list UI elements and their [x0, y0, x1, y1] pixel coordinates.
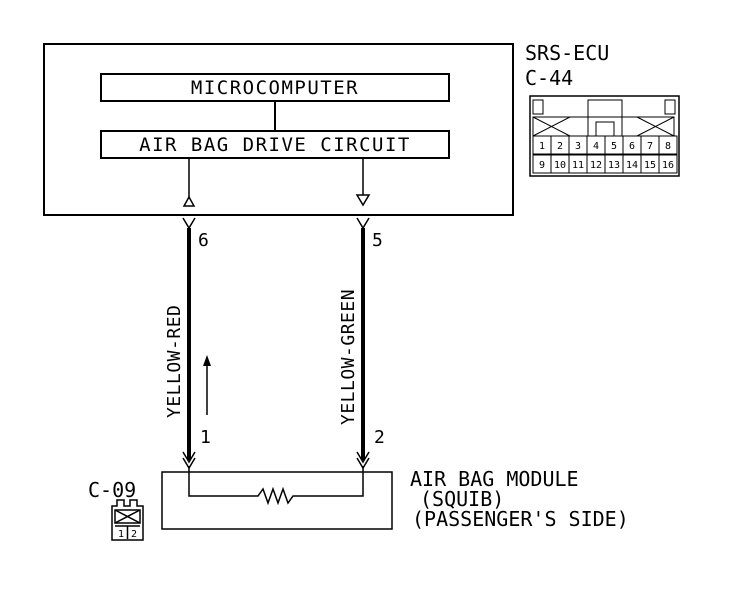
module-connector-pin-1: 1 [118, 529, 124, 540]
ecu-pin-cell [658, 135, 678, 155]
module-connector-code: C-09 [88, 478, 136, 502]
module-label-line3: (PASSENGER'S SIDE) [412, 507, 629, 531]
terminal-arrow-down-pin5 [355, 194, 371, 207]
ecu-pin-label: 8 [665, 141, 671, 152]
ecu-pin-label: 16 [662, 160, 674, 171]
ecu-pin-label: 11 [572, 160, 584, 171]
ecu-box [43, 43, 514, 216]
ecu-pin-cell [658, 154, 678, 174]
module-connector-pin-2: 2 [131, 529, 137, 540]
ecu-pin-label: 7 [647, 141, 653, 152]
ecu-pin-label: 10 [554, 160, 566, 171]
ecu-pin-label: 13 [608, 160, 620, 171]
ecu-pin-label: 5 [611, 141, 617, 152]
current-direction-arrow-icon [203, 355, 211, 415]
wire1-ecu-pin: 6 [198, 230, 209, 251]
wire1-color-label: YELLOW-RED [164, 305, 185, 418]
module-label-line1: AIR BAG MODULE [410, 467, 579, 491]
microcomputer-label: MICROCOMPUTER [191, 77, 359, 99]
wire2-module-pin: 2 [374, 427, 385, 448]
ecu-pin-label: 14 [626, 160, 638, 171]
ecu-pin-label: 12 [590, 160, 602, 171]
wire2-color-label: YELLOW-GREEN [338, 289, 359, 425]
drive-circuit-label: AIR BAG DRIVE CIRCUIT [139, 134, 411, 156]
wire1-module-pin: 1 [200, 427, 211, 448]
ecu-pin-label: 1 [539, 141, 545, 152]
drive-circuit-box [100, 130, 450, 159]
ecu-connector-blocked-cells [532, 116, 675, 137]
module-box [161, 471, 393, 530]
ecu-pin-label: 15 [644, 160, 656, 171]
squib-resistor-icon [188, 466, 364, 506]
ecu-pin-label: 6 [629, 141, 635, 152]
module-label-line2: (SQUIB) [420, 487, 504, 511]
ecu-pin-label: 4 [593, 141, 599, 152]
ecu-pin-label: 3 [575, 141, 581, 152]
terminal-arrow-up-pin6 [182, 195, 196, 207]
module-connector-face [111, 499, 144, 541]
ecu-connector-code: C-44 [525, 66, 573, 90]
ecu-name: SRS-ECU [525, 41, 609, 65]
wire2-ecu-pin: 5 [372, 230, 383, 251]
ecu-pin-label: 2 [557, 141, 563, 152]
ecu-pin-label: 9 [539, 160, 545, 171]
